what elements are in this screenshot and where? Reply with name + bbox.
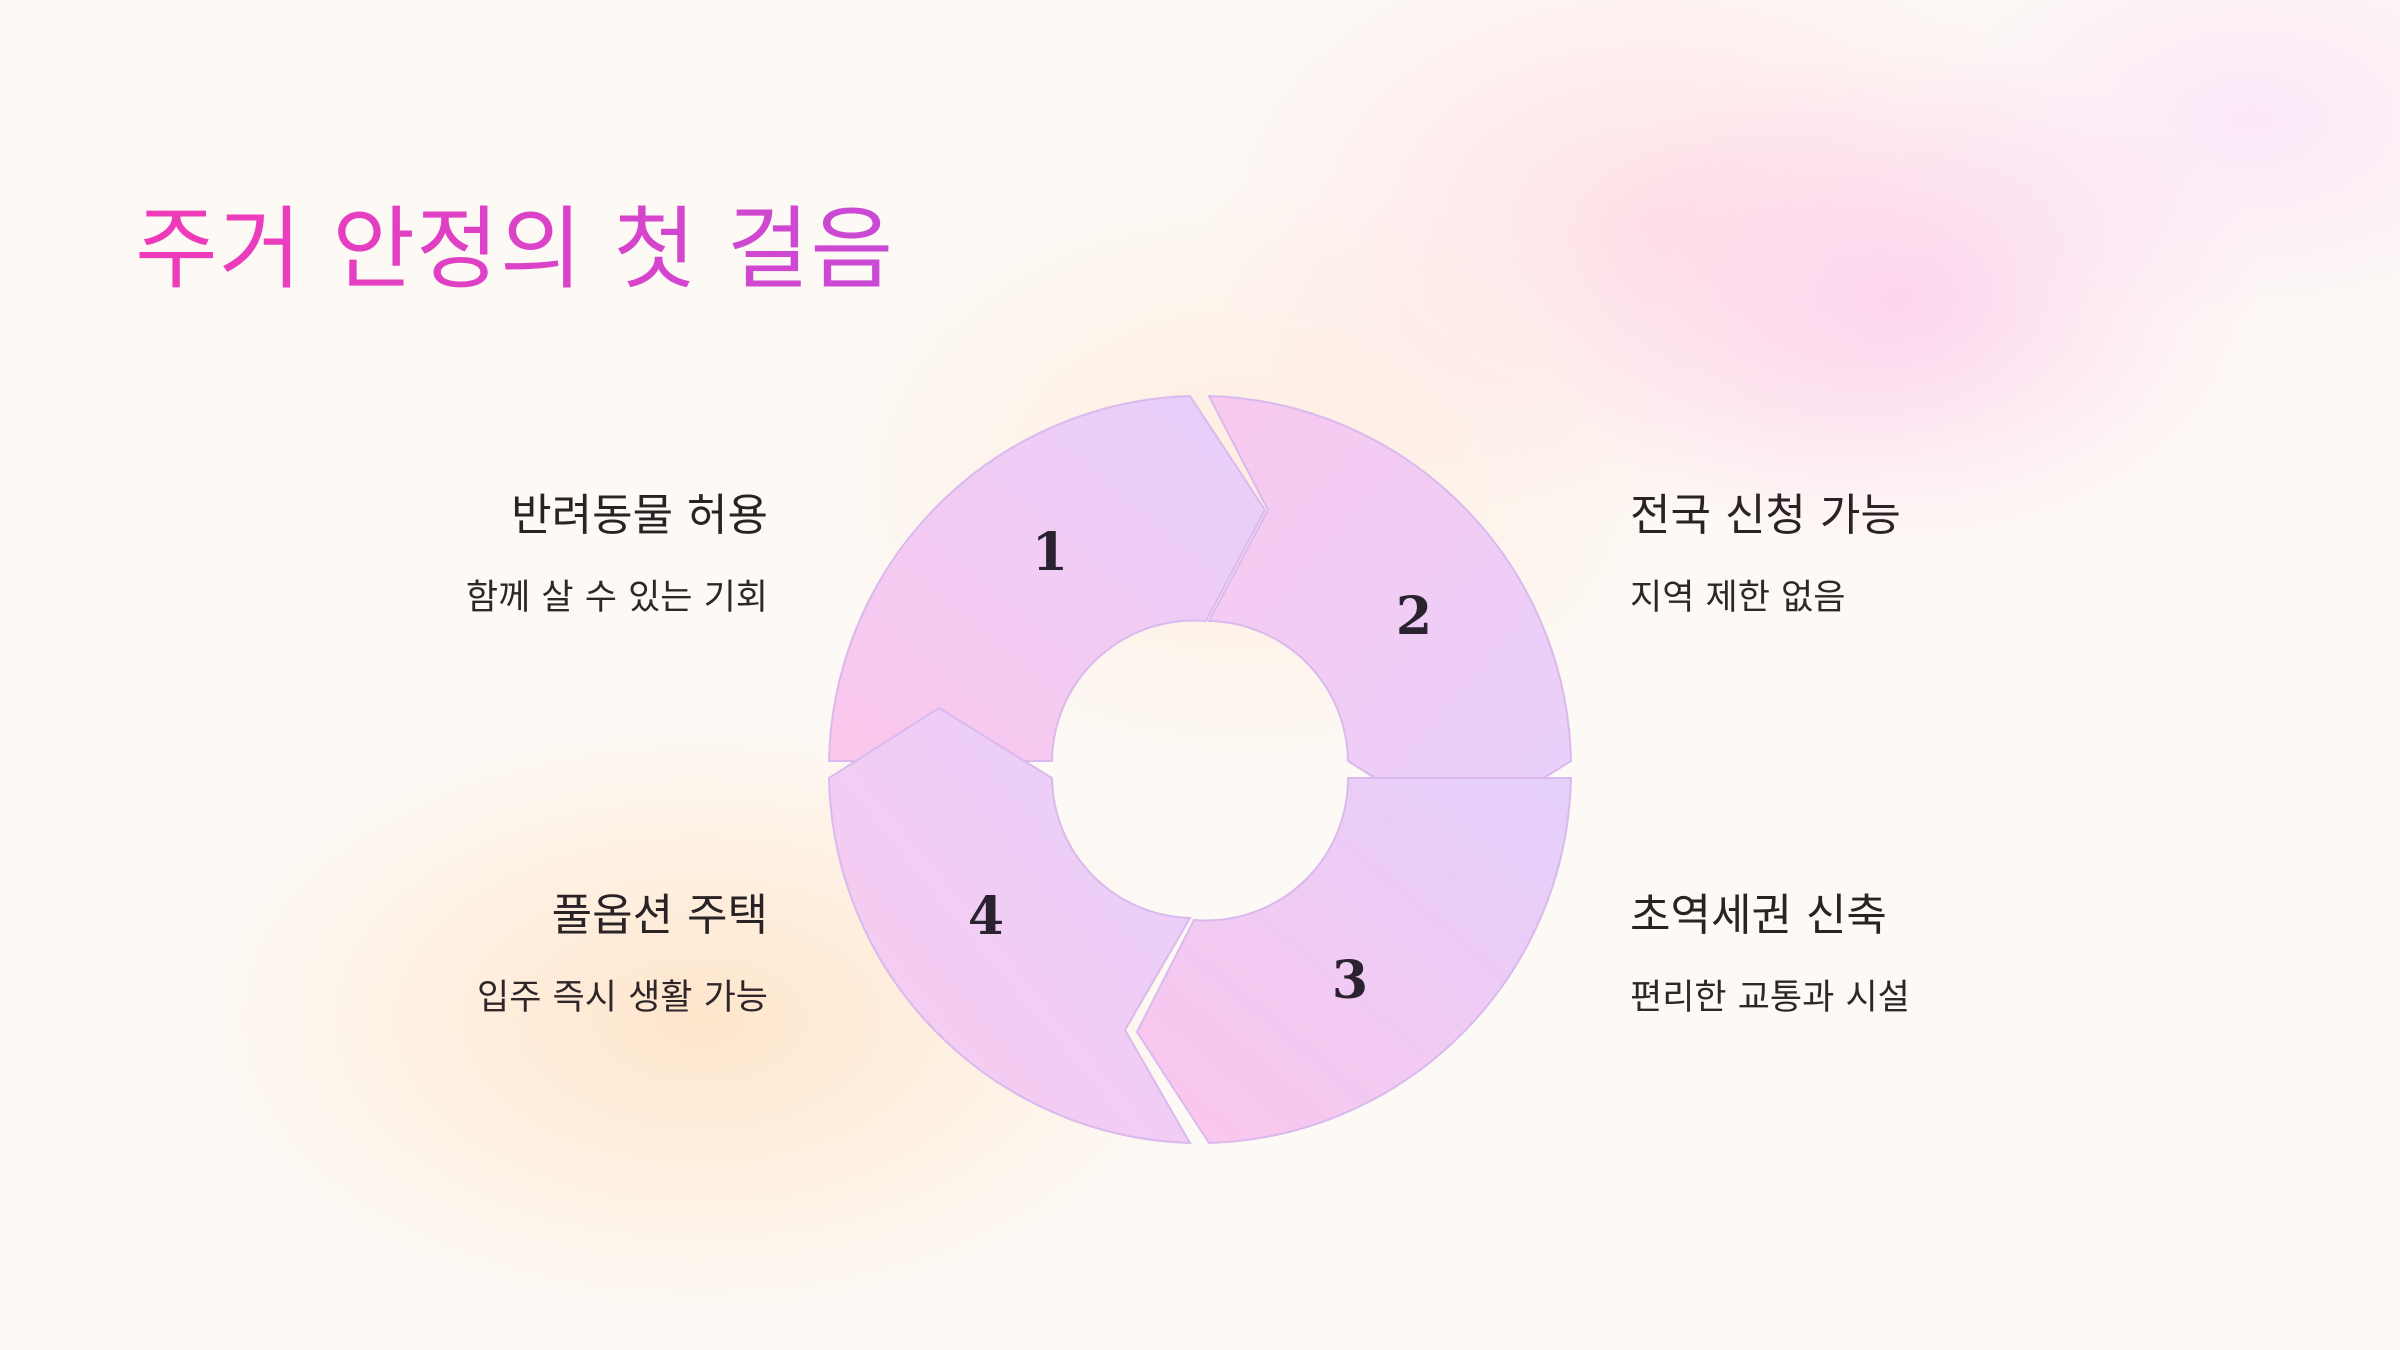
page-title: 주거 안정의 첫 걸음 <box>135 197 895 302</box>
segment-4 <box>827 706 1192 1145</box>
segment-2 <box>1207 394 1573 833</box>
item-nationwide: 전국 신청 가능 지역 제한 없음 <box>1630 490 2190 619</box>
item-description: 입주 즉시 생활 가능 <box>477 977 768 1018</box>
cycle-diagram: 1 2 3 4 <box>827 394 1573 1145</box>
segment-3 <box>1135 777 1573 1145</box>
item-title: 반려동물 허용 <box>511 490 768 541</box>
item-full-option: 풀옵션 주택 입주 즉시 생활 가능 <box>208 890 768 1019</box>
item-description: 편리한 교통과 시설 <box>1630 977 1910 1018</box>
item-station-area: 초역세권 신축 편리한 교통과 시설 <box>1630 890 2190 1019</box>
item-pet-friendly: 반려동물 허용 함께 살 수 있는 기회 <box>208 490 768 619</box>
item-title: 풀옵션 주택 <box>551 890 768 941</box>
item-description: 지역 제한 없음 <box>1630 577 1846 618</box>
item-title: 초역세권 신축 <box>1630 890 1887 941</box>
segment-number-2: 2 <box>1396 586 1432 647</box>
segment-number-4: 4 <box>968 886 1004 947</box>
segment-number-3: 3 <box>1332 950 1368 1011</box>
segment-1 <box>827 394 1267 762</box>
item-description: 함께 살 수 있는 기회 <box>465 577 768 618</box>
segment-number-1: 1 <box>1032 522 1068 583</box>
item-title: 전국 신청 가능 <box>1630 490 1901 541</box>
